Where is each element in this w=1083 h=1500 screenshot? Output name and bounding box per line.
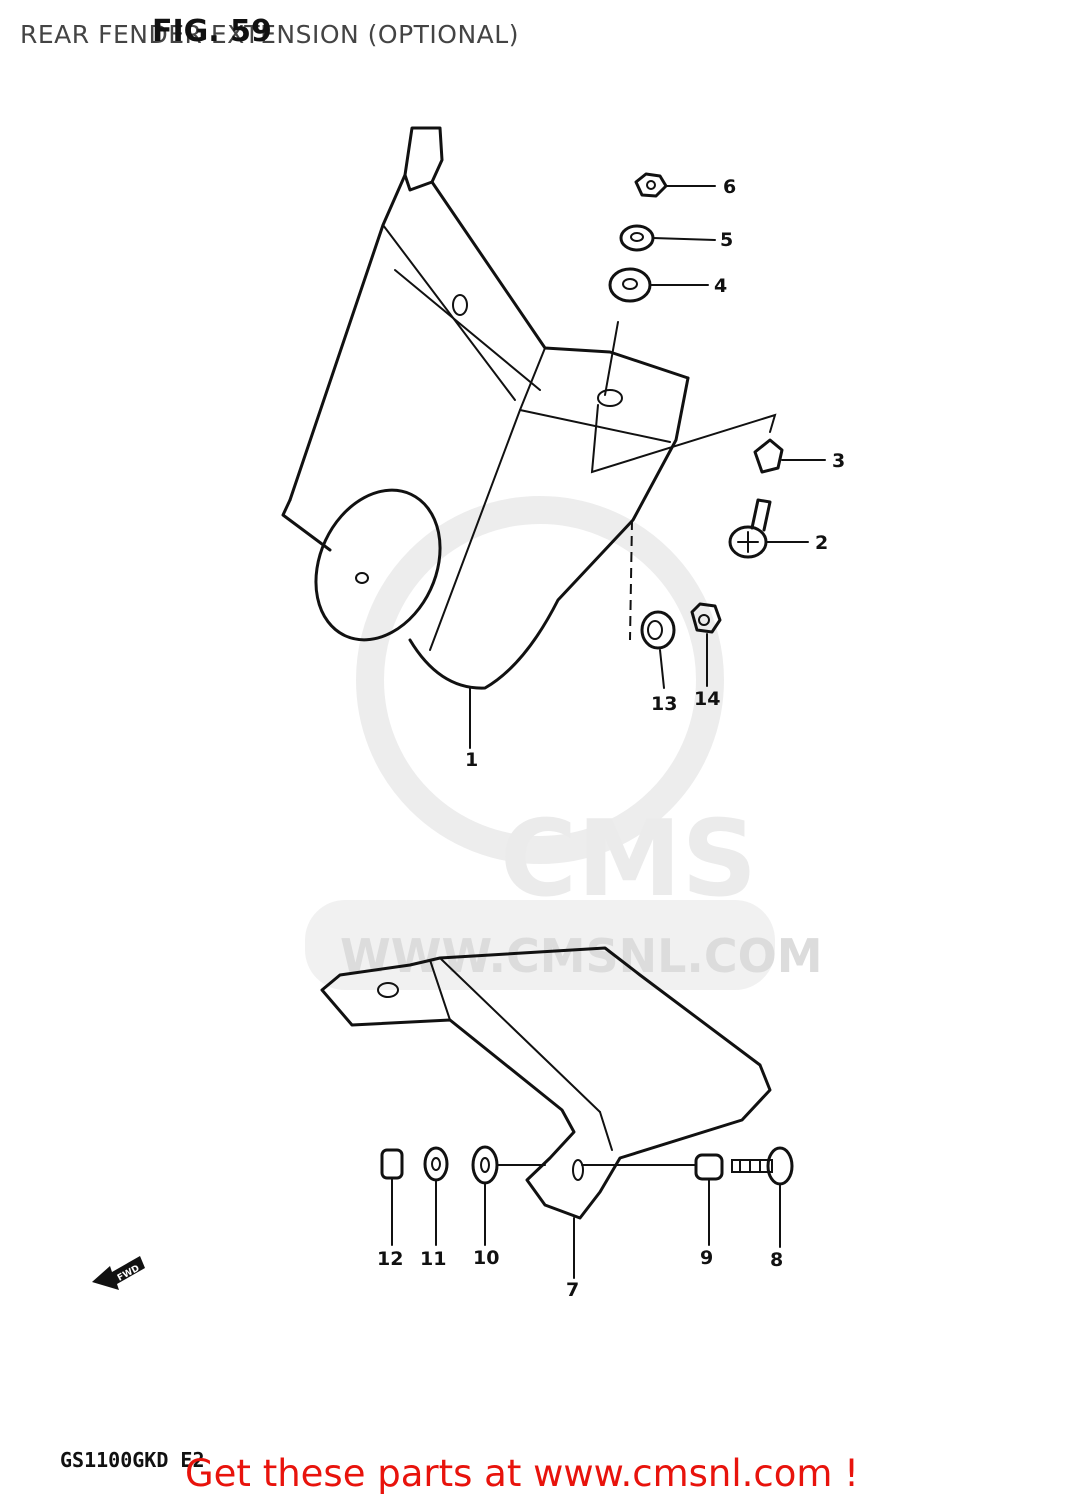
nut-6-icon	[634, 172, 668, 198]
figure-label: FIG. 59	[152, 14, 272, 49]
callout-7: 7	[566, 1279, 579, 1301]
callout-6: 6	[723, 176, 736, 198]
page-title: REAR FENDER EXTENSION (OPTIONAL)	[20, 20, 519, 49]
watermark-url: WWW.CMSNL.COM	[340, 929, 823, 983]
callout-1: 1	[465, 749, 478, 771]
screw-2-icon	[728, 498, 772, 559]
callout-8: 8	[770, 1249, 783, 1271]
lock-washer-11-icon	[423, 1146, 449, 1182]
callout-12: 12	[377, 1248, 403, 1270]
leader-lines	[391, 185, 826, 1279]
model-code: GS1100GKD E2	[60, 1448, 205, 1472]
collar-9-icon	[694, 1153, 724, 1181]
spacer-13-icon	[640, 610, 676, 650]
nut-14-icon	[690, 602, 722, 634]
washer-4-icon	[608, 267, 652, 303]
parts-link-banner[interactable]: Get these parts at www.cmsnl.com !	[185, 1452, 860, 1495]
callout-4: 4	[714, 275, 727, 297]
callout-3: 3	[832, 450, 845, 472]
callout-9: 9	[700, 1247, 713, 1269]
cms-watermark: CMS WWW.CMSNL.COM	[305, 496, 823, 990]
washer-10-icon	[471, 1145, 499, 1185]
watermark-brand: CMS	[500, 798, 757, 920]
callout-10: 10	[473, 1247, 499, 1269]
fender-extension-upper	[281, 126, 777, 690]
callout-14: 14	[694, 688, 720, 710]
fender-bracket-lower	[320, 946, 772, 1220]
cushion-3-icon	[753, 438, 784, 474]
callouts: 1 2 3 4 5 6 7 8 9 10 11 12 13 14	[377, 176, 845, 1301]
callout-2: 2	[815, 532, 828, 554]
callout-11: 11	[420, 1248, 446, 1270]
lock-washer-5-icon	[619, 224, 655, 252]
callout-5: 5	[720, 229, 733, 251]
nut-12-icon	[380, 1148, 404, 1180]
forward-direction-icon: FWD	[92, 1256, 145, 1290]
bolt-8-icon	[731, 1146, 794, 1186]
callout-13: 13	[651, 693, 677, 715]
